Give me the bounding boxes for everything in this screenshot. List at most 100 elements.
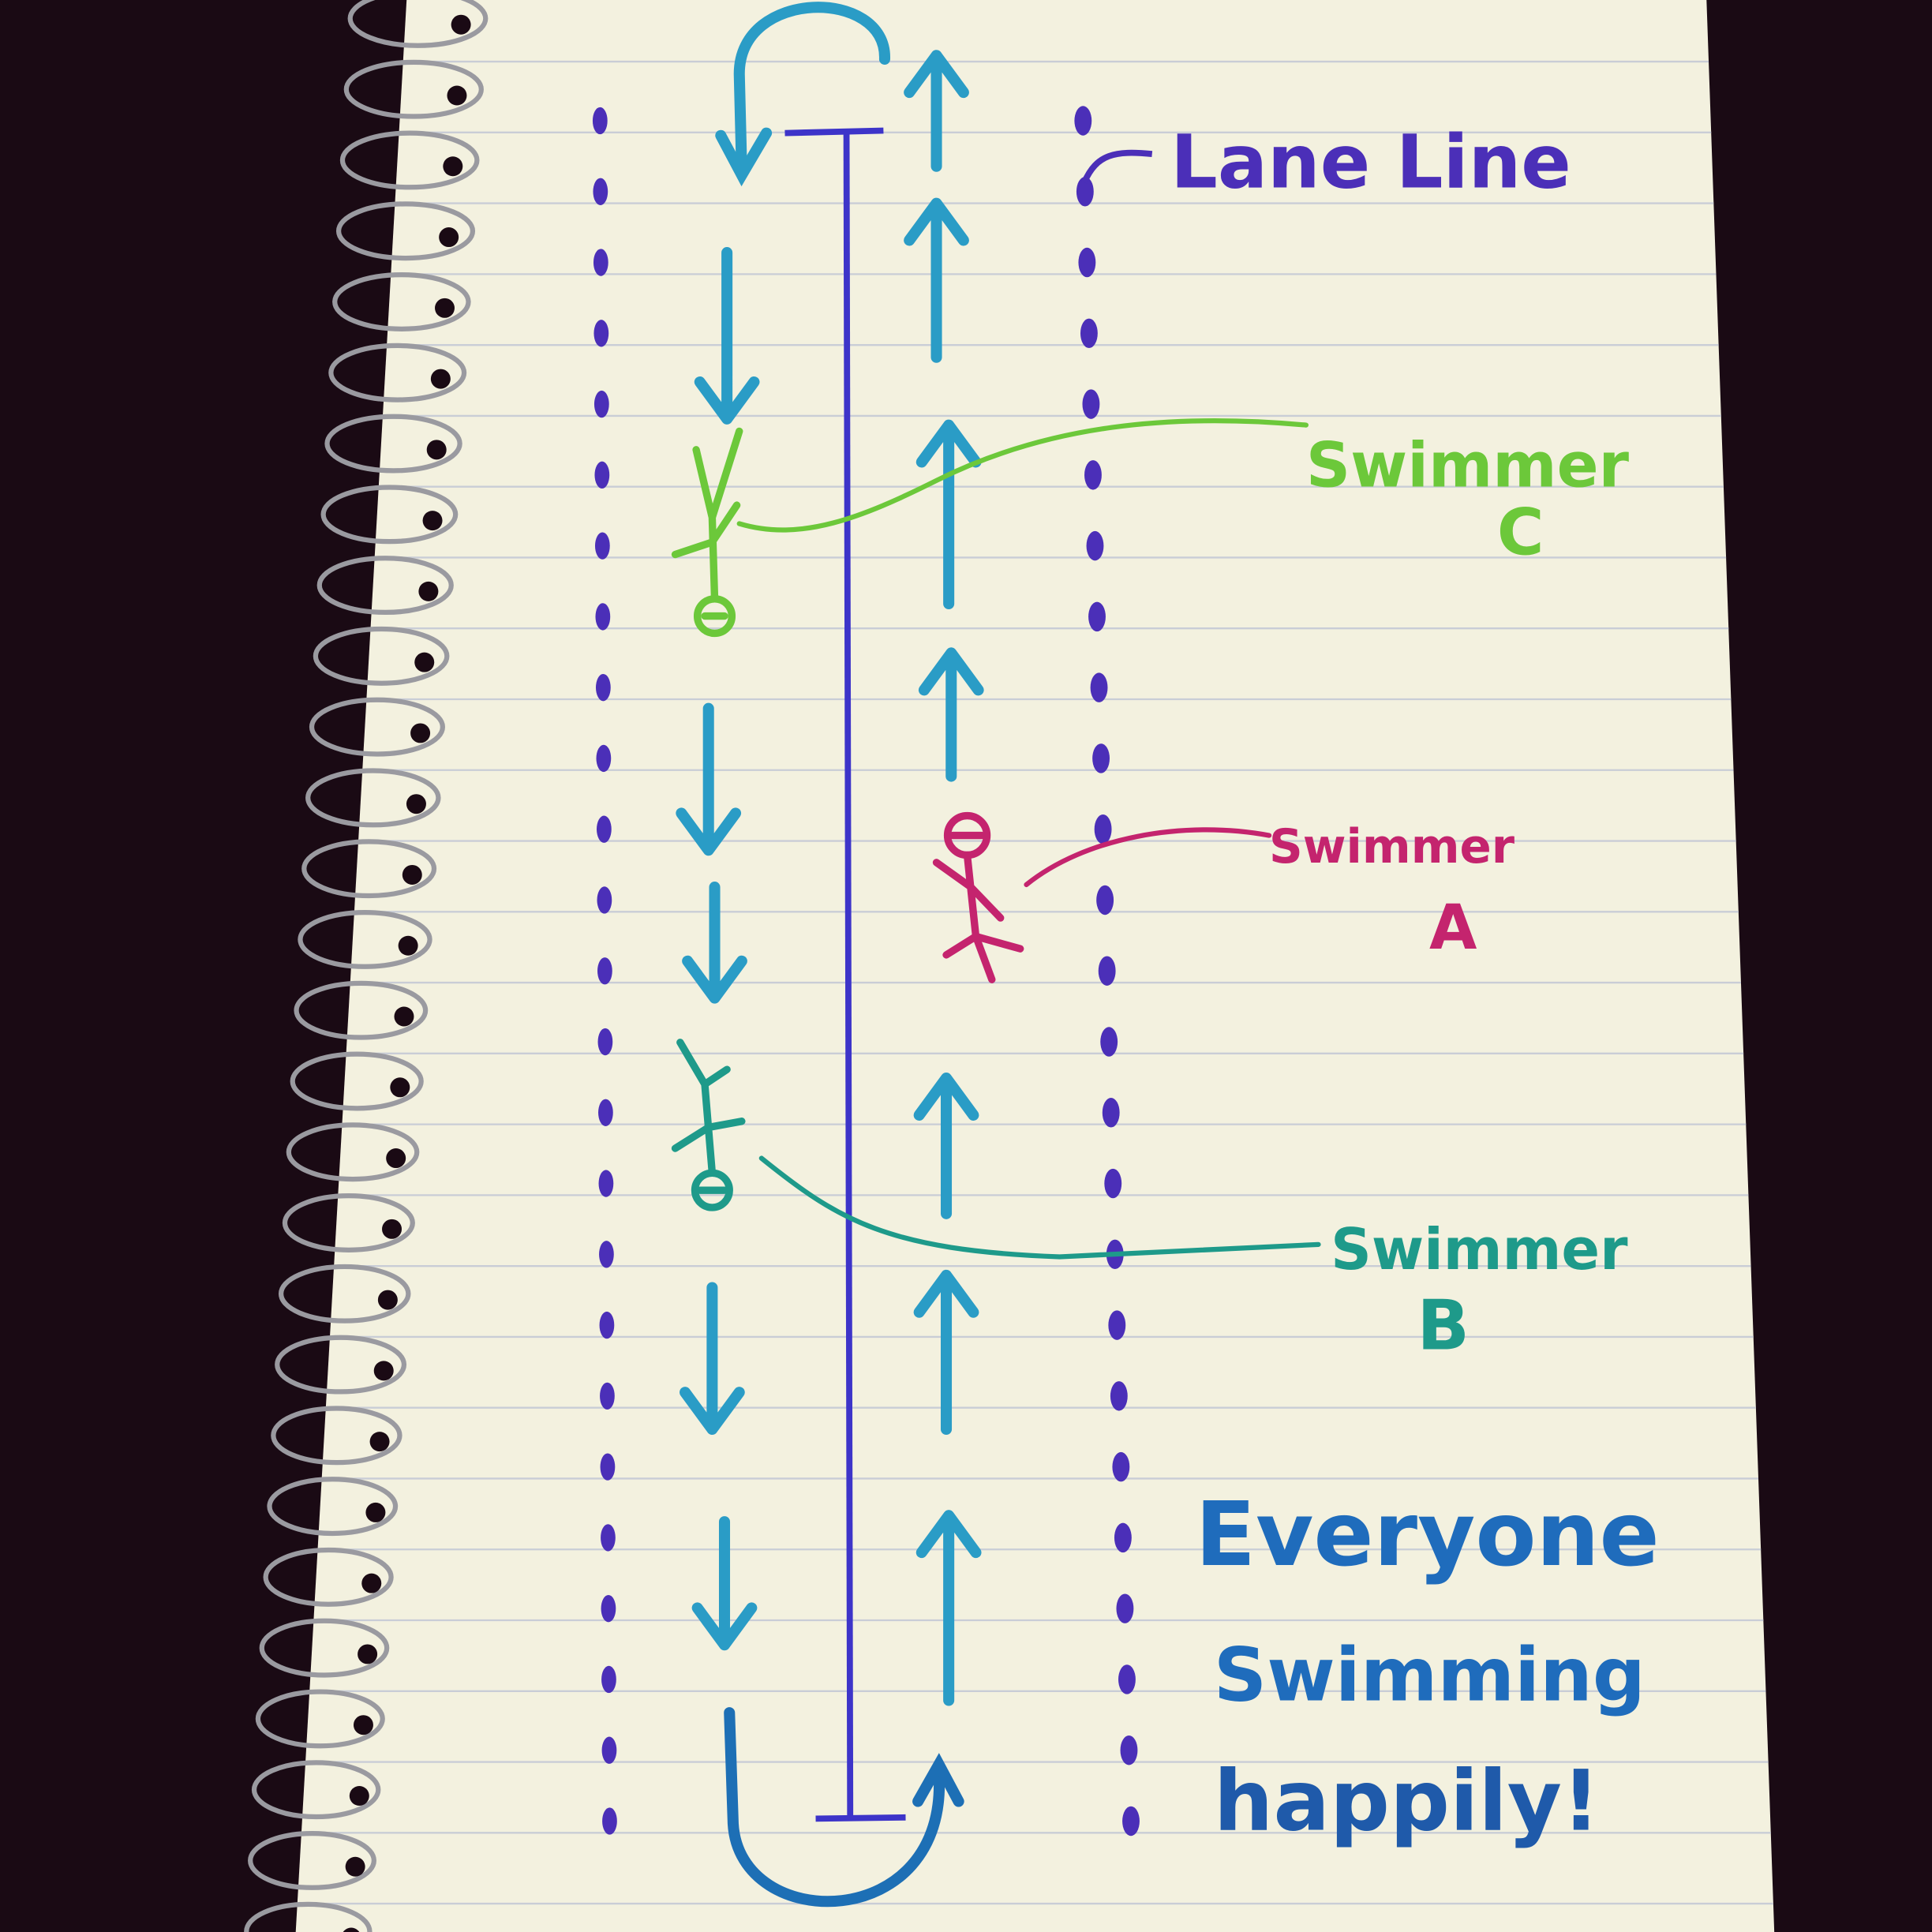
swimmer-a-label: Swimmer [1269,819,1515,874]
spiral-ring [255,1689,385,1749]
lane-line-left-dot [597,886,612,914]
lane-line-left-dot [600,1382,615,1410]
lane-line-left-dot [596,744,612,773]
up-arrow [915,1510,982,1706]
punch-hole [435,298,455,318]
spiral-ring [309,697,445,757]
spiral-ring [332,272,471,331]
lane-line-right-dot [1092,743,1110,773]
lane-line-right-dot [1080,318,1098,349]
up-arrow [904,50,969,172]
punch-hole [451,14,471,35]
spiral-ring [282,1193,415,1252]
lane-line-left-dot [601,1665,616,1694]
swimmer-b-figure [671,1039,1321,1260]
punch-hole [343,1927,360,1932]
punch-hole [369,1432,390,1452]
spiral-ring [335,201,476,261]
lane-line-right-dot [1120,1735,1138,1765]
punch-hole [398,935,418,956]
spiral-ring [324,414,462,474]
swimmer-c-label: Swimmer [1306,431,1630,502]
lane-line-right-dot [1098,956,1116,986]
punch-hole [443,156,463,177]
down-arrow [676,702,742,856]
u-turn-bottom [724,1707,964,1908]
lane-line-left-dot [602,1807,617,1835]
lane-line-right-dot [1100,1027,1118,1057]
caption-line-2: Swimming [1214,1632,1646,1718]
lane-line-right-dot [1114,1522,1132,1553]
lane-line-right-dot [1104,1168,1122,1199]
lane-line-left-dot [597,957,612,985]
up-arrow [904,197,969,363]
spiral-ring [294,980,429,1040]
lane-line-right-dot [1090,672,1108,702]
lane-line-left-dot [598,1099,613,1126]
lane-line-right-dot [1078,247,1096,278]
lane-line-right-dot [1108,1310,1126,1340]
lane-line-label: Lane Line [1170,119,1571,205]
down-arrow [691,1516,758,1651]
lane-line-left-dot [592,107,608,135]
punch-hole [353,1715,373,1735]
swimmer-a-figure [932,811,1272,983]
swimmer-b-letter: B [1417,1286,1470,1366]
punch-hole [365,1502,386,1522]
lane-line-left-dot [595,603,611,631]
lane-line-right-dot [1094,814,1112,844]
lane-lines [592,106,1140,1837]
lane-line-left-dot [599,1241,614,1268]
spiral-ring [305,768,441,828]
lane-line-left-dot [601,1595,616,1623]
lane-line-right-dot [1116,1593,1134,1623]
spiral-ring [278,1264,411,1324]
spiral-ring [267,1477,399,1537]
spiral-ring [339,130,480,190]
spiral-ring [248,1830,376,1890]
lane-line-right-dot [1084,460,1102,490]
lane-line-left-dot [593,320,609,347]
lane-line-left-dot [599,1311,615,1339]
lane-line-right-dot [1118,1664,1136,1694]
spiral-ring [263,1547,394,1607]
direction-arrows [676,50,984,1706]
lane-line-right-dot [1074,106,1092,136]
spiral-ring [320,485,459,545]
lane-line-left-dot [600,1453,616,1481]
punch-hole [430,369,451,389]
punch-hole [386,1148,406,1169]
up-arrow [918,647,984,782]
spiral-ring [301,839,437,899]
spiral-ring [316,556,454,616]
punch-hole [377,1290,398,1310]
down-arrow [680,1282,745,1436]
punch-hole [406,794,426,814]
punch-hole [402,864,422,885]
spiral-ring [251,1760,381,1820]
punch-hole [426,440,447,460]
spiral-ring [298,909,432,969]
spiral-ring [286,1122,420,1182]
caption-line-3: happily! [1214,1752,1601,1850]
u-turn-top [715,2,890,187]
spiral-ring [271,1406,402,1466]
lane-line-right-dot [1110,1381,1128,1411]
punch-hole [390,1077,410,1098]
punch-hole [345,1856,365,1877]
up-arrow [915,419,982,610]
up-arrow [913,1073,979,1219]
lane-line-left-dot [593,178,608,205]
spiral-binding [244,0,489,1932]
spiral-ring [313,626,450,686]
lane-line-right-dot [1102,1098,1120,1128]
spiral-ring [328,343,467,402]
lane-line-right-dot [1122,1806,1140,1837]
down-arrow [682,882,747,1004]
punch-hole [349,1785,369,1806]
lane-line-right-dot [1096,885,1114,915]
punch-hole [414,652,435,672]
spiral-ring [343,59,484,119]
punch-hole [422,511,443,531]
